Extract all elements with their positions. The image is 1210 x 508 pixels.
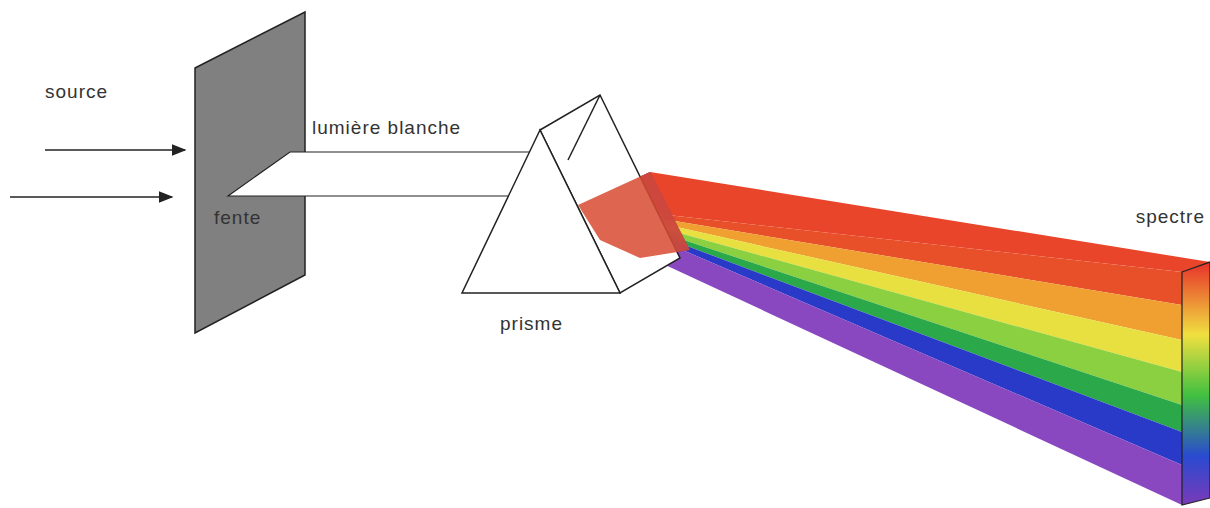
light-arrow <box>45 149 185 151</box>
spectrum-screen <box>1182 262 1210 505</box>
caption-label: source <box>45 82 108 103</box>
white-beam <box>228 152 545 196</box>
spectrum-exit <box>578 172 690 258</box>
caption-label: spectre <box>1136 207 1205 228</box>
light-arrow <box>10 196 172 198</box>
prism-edge <box>568 95 600 160</box>
caption-label: prisme <box>500 314 563 335</box>
caption-label: fente <box>214 208 261 229</box>
caption-label: lumière blanche <box>312 118 461 139</box>
